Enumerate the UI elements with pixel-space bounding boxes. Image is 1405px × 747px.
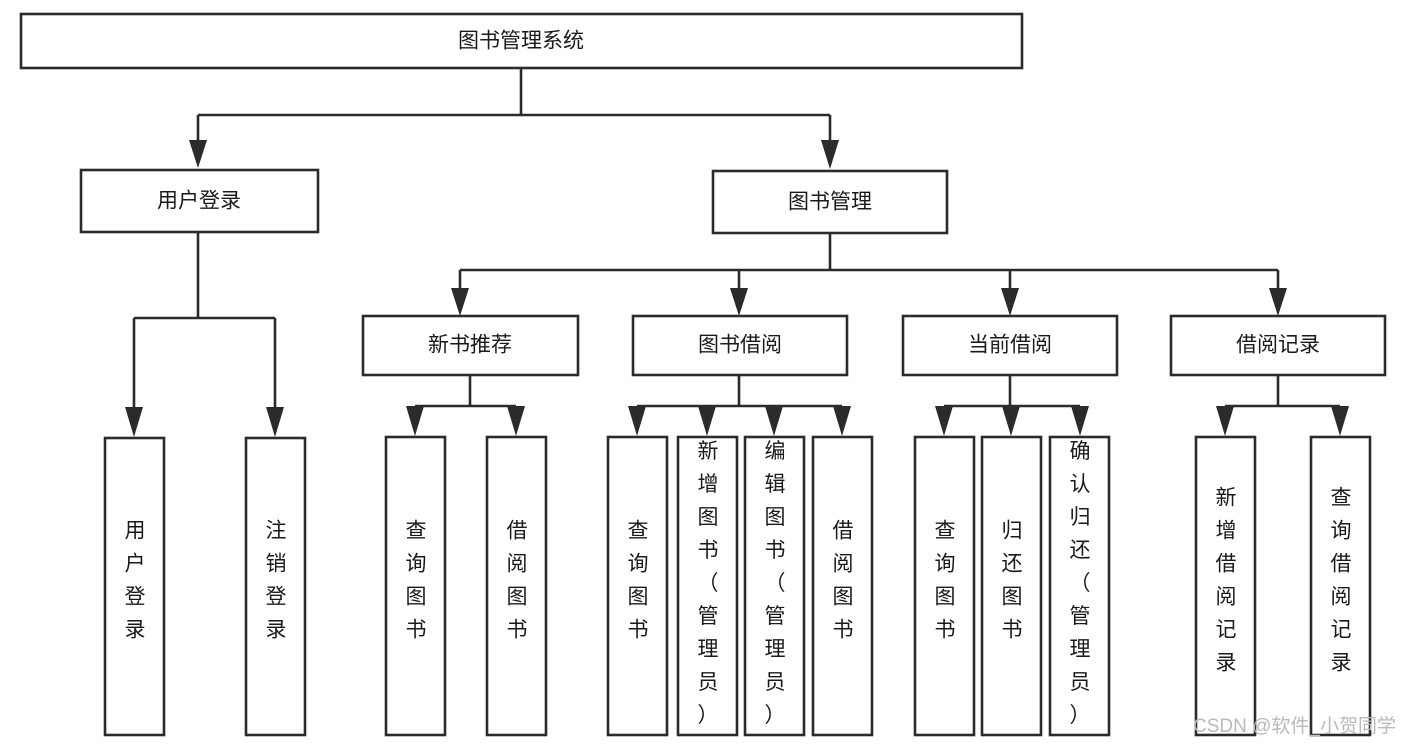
node-current-borrow-label: 当前借阅 xyxy=(968,334,1052,357)
leaf-box[interactable] xyxy=(384,435,447,737)
leaf-label: 确认归还（管理员） xyxy=(1070,440,1091,727)
node-new-book-recommend[interactable]: 新书推荐 xyxy=(361,314,580,377)
node-book-borrow-box[interactable] xyxy=(631,314,849,377)
leaf-current-borrow-query-books[interactable]: 查询图书 xyxy=(913,435,976,737)
arrowhead-leaf-bb-2 xyxy=(698,406,716,436)
node-book-borrow-label: 图书借阅 xyxy=(698,334,782,357)
connectors-layer xyxy=(125,68,1349,437)
node-current-borrow-box[interactable] xyxy=(901,314,1119,377)
leaf-label: 归还图书 xyxy=(1002,520,1023,642)
leaf-label: 新增借阅记录 xyxy=(1216,487,1237,675)
leaf-borrow-records-query-record[interactable]: 查询借阅记录 xyxy=(1309,435,1372,737)
node-book-management-box[interactable] xyxy=(711,169,949,235)
arrowhead-borrow-records xyxy=(1269,288,1287,316)
node-user-login-box[interactable] xyxy=(79,168,320,234)
leaf-current-borrow-return-books[interactable]: 归还图书 xyxy=(980,435,1043,737)
leaf-box[interactable] xyxy=(244,436,307,737)
leaf-label: 查询图书 xyxy=(406,520,427,642)
arrowhead-leaf-bb-1 xyxy=(628,406,646,436)
arrowhead-leaf-bb-4 xyxy=(833,406,851,436)
watermark-label: CSDN @软件_小贺同学 xyxy=(1193,715,1396,737)
arrowhead-leaf-br-2 xyxy=(1331,406,1349,436)
arrowhead-book-mgmt xyxy=(821,140,839,169)
node-book-management[interactable]: 图书管理 xyxy=(711,169,949,235)
node-new-book-recommend-label: 新书推荐 xyxy=(428,334,512,357)
leaf-box[interactable] xyxy=(676,435,739,737)
leaf-book-borrow-edit-book-admin[interactable]: 编辑图书（管理员） xyxy=(743,435,806,737)
node-root-label: 图书管理系统 xyxy=(458,30,584,53)
node-current-borrow[interactable]: 当前借阅 xyxy=(901,314,1119,377)
arrowhead-book-borrow xyxy=(730,288,748,316)
leaf-book-borrow-query-books[interactable]: 查询图书 xyxy=(606,435,669,737)
arrowhead-leaf-cb-2 xyxy=(1002,406,1020,436)
leaf-user-login-user-login[interactable]: 用户登录 xyxy=(103,436,166,737)
leaf-label: 用户登录 xyxy=(125,520,146,642)
arrowhead-new-book-recommend xyxy=(451,288,469,316)
node-root[interactable]: 图书管理系统 xyxy=(19,12,1024,70)
leaf-box[interactable] xyxy=(913,435,976,737)
arrowhead-leaf-nbr-2 xyxy=(507,406,525,436)
node-borrow-records[interactable]: 借阅记录 xyxy=(1169,314,1387,377)
arrowhead-leaf-br-1 xyxy=(1216,406,1234,436)
arrowhead-leaf-bb-3 xyxy=(765,406,783,436)
arrowhead-leaf-nbr-1 xyxy=(406,406,424,436)
leaf-label: 查询图书 xyxy=(628,520,649,642)
arrowhead-leaf-user-login-1 xyxy=(125,407,143,437)
leaf-user-login-logout[interactable]: 注销登录 xyxy=(244,436,307,737)
leaf-label: 借阅图书 xyxy=(833,520,854,642)
leaf-label: 编辑图书（管理员） xyxy=(765,440,786,727)
leaf-label: 查询图书 xyxy=(935,520,956,642)
leaf-box[interactable] xyxy=(743,435,806,737)
leaf-box[interactable] xyxy=(1309,435,1372,737)
node-root-box[interactable] xyxy=(19,12,1024,70)
leaf-borrow-records-add-record[interactable]: 新增借阅记录 xyxy=(1194,435,1257,737)
arrowhead-current-borrow xyxy=(1001,288,1019,316)
node-borrow-records-box[interactable] xyxy=(1169,314,1387,377)
leaf-book-borrow-add-book-admin[interactable]: 新增图书（管理员） xyxy=(676,435,739,737)
node-new-book-recommend-box[interactable] xyxy=(361,314,580,377)
node-book-borrow[interactable]: 图书借阅 xyxy=(631,314,849,377)
node-book-management-label: 图书管理 xyxy=(788,191,872,214)
arrowhead-leaf-cb-1 xyxy=(935,406,953,436)
leaf-box[interactable] xyxy=(980,435,1043,737)
leaf-box[interactable] xyxy=(1048,435,1111,737)
leaf-new-book-recommend-borrow-books[interactable]: 借阅图书 xyxy=(485,435,548,737)
leaf-box[interactable] xyxy=(811,435,874,737)
arrowhead-leaf-cb-3 xyxy=(1071,406,1089,436)
arrowhead-user-login xyxy=(189,140,207,168)
leaf-label: 注销登录 xyxy=(266,520,287,642)
node-user-login[interactable]: 用户登录 xyxy=(79,168,320,234)
leaf-current-borrow-confirm-return-admin[interactable]: 确认归还（管理员） xyxy=(1048,435,1111,737)
leaf-label: 查询借阅记录 xyxy=(1331,487,1352,675)
node-borrow-records-label: 借阅记录 xyxy=(1236,334,1320,357)
leaf-box[interactable] xyxy=(606,435,669,737)
leaf-box[interactable] xyxy=(485,435,548,737)
leaf-new-book-recommend-query-books[interactable]: 查询图书 xyxy=(384,435,447,737)
leaf-box[interactable] xyxy=(103,436,166,737)
leaf-book-borrow-borrow-books[interactable]: 借阅图书 xyxy=(811,435,874,737)
leaf-label: 借阅图书 xyxy=(507,520,528,642)
leaf-box[interactable] xyxy=(1194,435,1257,737)
arrowhead-leaf-user-login-2 xyxy=(266,407,284,437)
node-user-login-label: 用户登录 xyxy=(157,190,241,213)
leaf-label: 新增图书（管理员） xyxy=(698,440,719,727)
